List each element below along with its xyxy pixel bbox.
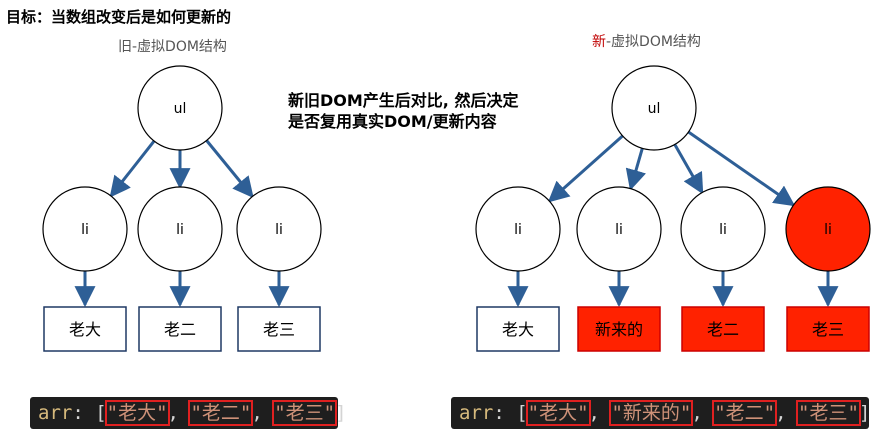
old-li-label-2: li [176,222,184,238]
old-code-item-3: "老三" [272,400,338,426]
old-virtual-dom-tree: ul li 老大 li 老二 li 老三 [42,65,322,352]
comparison-note: 新旧DOM产生后对比, 然后决定 是否复用真实DOM/更新内容 [288,90,518,132]
old-text-box-2 [138,306,222,352]
old-li-label-3: li [275,222,283,238]
comparison-note-line1: 新旧DOM产生后对比, 然后决定 [288,91,519,110]
old-root-label: ul [174,101,187,117]
new-text-label-1: 老大 [502,320,534,339]
old-li-node-1 [42,186,128,272]
new-code-var: arr [459,402,494,424]
old-root-node [137,65,223,151]
old-text-box-1 [43,306,127,352]
old-edge-root-li-1 [109,140,156,198]
new-text-label-2: 新来的 [595,320,643,339]
old-text-label-3: 老三 [263,320,295,339]
old-text-box-3 [237,306,321,352]
new-li-node-4 [785,186,871,272]
new-caption-accent: 新 [592,34,606,50]
slide-title: 目标：当数组改变后是如何更新的 [6,8,232,26]
new-text-box-2 [577,306,661,352]
new-edge-root-li-4 [687,130,796,207]
old-li-node-3 [236,186,322,272]
new-tree-caption: 新-虚拟DOM结构 [592,31,701,51]
old-li-label-1: li [81,222,89,238]
new-li-node-3 [680,186,766,272]
new-text-label-3: 老二 [707,320,739,339]
new-li-node-1 [475,186,561,272]
new-virtual-dom-tree: ul li 老大 li 新来的 li 老二 li 老三 [475,65,871,352]
comparison-note-line2: 是否复用真实DOM/更新内容 [288,112,497,131]
old-tree-caption: 旧-虚拟DOM结构 [118,39,227,55]
new-code-item-2: "新来的" [609,400,694,426]
new-text-box-4 [786,306,870,352]
new-code-item-4: "老三" [796,400,861,426]
old-edge-root-li-3 [205,139,254,199]
old-array-code: arr: ["老大", "老二", "老三"] [30,397,347,429]
old-text-label-2: 老二 [164,320,196,339]
new-li-label-3: li [719,222,727,238]
new-edge-root-li-2 [625,147,647,191]
new-code-item-1: "老大" [525,400,591,426]
new-edge-root-li-1 [547,134,624,203]
new-li-label-2: li [615,222,623,238]
old-text-label-1: 老大 [69,320,101,339]
old-code-item-1: "老大" [104,400,170,426]
new-text-label-4: 老三 [812,320,844,339]
new-root-label: ul [648,101,661,117]
new-code-item-3: "老二" [712,400,778,426]
new-caption-rest: -虚拟DOM结构 [606,34,701,50]
new-text-box-1 [476,306,560,352]
tree-diagrams: ul li 老大 li 老二 li 老三 ul li 老大 li 新来的 li 老二 li 老三 [42,65,871,352]
new-li-label-4: li [824,222,832,238]
old-li-node-2 [137,186,223,272]
new-array-code: arr: ["老大", "新来的", "老二", "老三"] [451,397,870,429]
old-code-item-2: "老二" [188,400,254,426]
new-li-node-2 [576,186,662,272]
new-edge-root-li-3 [673,143,704,195]
new-li-label-1: li [514,222,522,238]
old-code-var: arr [38,402,73,424]
new-root-node [611,65,697,151]
new-text-box-3 [681,306,765,352]
